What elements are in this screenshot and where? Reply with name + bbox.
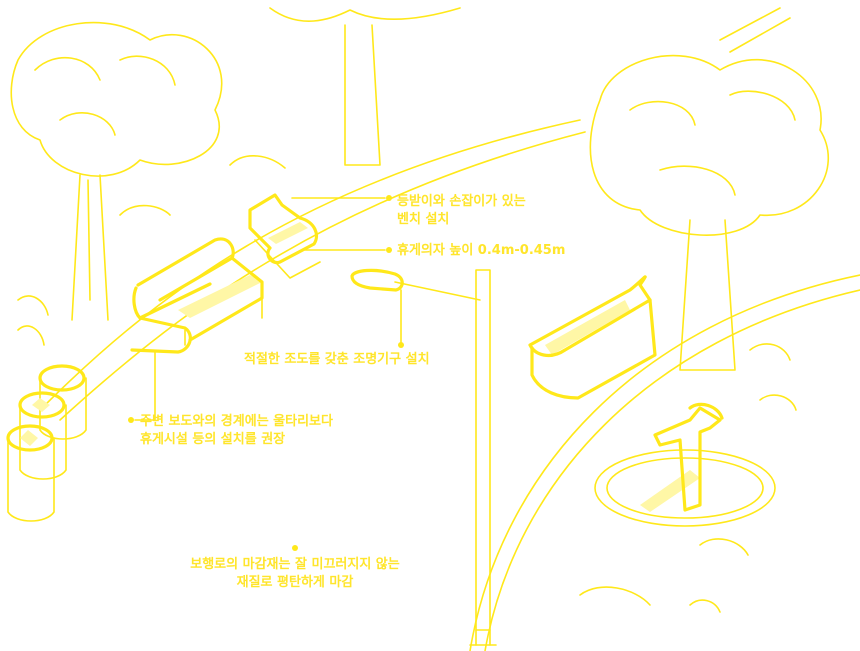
leader-lines [128,195,404,551]
tree-top-icon [269,7,461,166]
annotation-paving: 보행로의 마감재는 잘 미끄러지지 않는 재질로 평탄하게 마감 [160,556,430,592]
bollards-icon [6,364,87,522]
annotation-bench-backrest-line2: 벤치 설치 [397,212,450,227]
annotation-bench-backrest: 등받이와 손잡이가 있는 벤치 설치 [397,193,526,229]
annotation-boundary: 주변 보도와의 경계에는 울타리보다 휴게시설 등의 설치를 권장 [140,413,333,449]
bench-right-icon [528,275,657,400]
annotation-boundary-line1: 주변 보도와의 경계에는 울타리보다 [140,414,333,429]
annotation-seat-height: 휴게의자 높이 0.4m-0.45m [397,243,566,258]
annotation-paving-line2: 재질로 평탄하게 마감 [236,575,354,590]
walkway [39,7,860,651]
annotation-boundary-line2: 휴게시설 등의 설치를 권장 [140,432,286,447]
round-bench-icon [594,402,776,527]
shrub-icon [17,155,797,613]
tree-left-icon [10,21,223,321]
annotation-paving-line1: 보행로의 마감재는 잘 미끄러지지 않는 [190,557,400,572]
annotation-lighting: 적절한 조도를 갖춘 조명기구 설치 [244,352,430,367]
bench-back-icon [248,193,321,279]
tree-right-icon [589,54,830,371]
annotation-bench-backrest-line1: 등받이와 손잡이가 있는 [397,194,526,209]
street-lamp-icon [350,268,497,646]
bench-left-icon [130,237,264,354]
